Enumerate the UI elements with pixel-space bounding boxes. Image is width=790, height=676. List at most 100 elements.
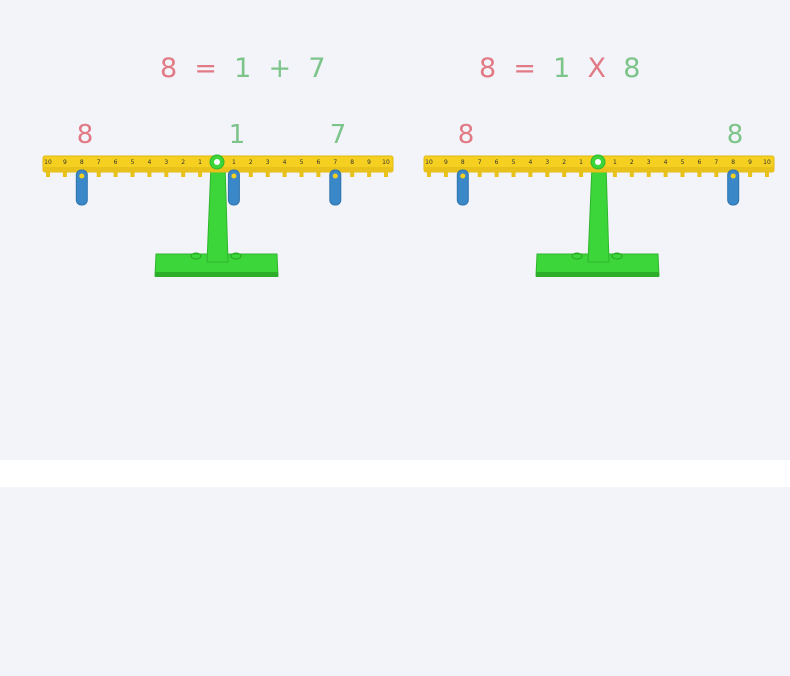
equation-2-a: 1 — [553, 53, 571, 84]
beam-hook — [130, 172, 135, 177]
beam-number-left: 7 — [478, 159, 482, 166]
beam-hook — [282, 172, 287, 177]
equation-2-lhs: 8 — [479, 53, 497, 84]
beam-number-left: 2 — [562, 159, 566, 166]
beam-number-left: 5 — [512, 159, 516, 166]
beam-number-right: 4 — [283, 159, 287, 166]
stand-clip-right — [611, 252, 623, 260]
balance-2-left-label: 8 — [457, 120, 475, 150]
beam-number-left: 6 — [495, 159, 499, 166]
beam-hook — [62, 172, 67, 177]
beam-number-right: 8 — [350, 159, 354, 166]
beam-hook — [494, 172, 499, 177]
balance-2-right-label: 8 — [726, 120, 744, 150]
beam-hook — [477, 172, 482, 177]
beam-number-right: 5 — [300, 159, 304, 166]
beam-hook — [96, 172, 101, 177]
beam-number-left: 2 — [181, 159, 185, 166]
beam-hook — [198, 172, 203, 177]
beam-hook — [511, 172, 516, 177]
beam-number-right: 2 — [630, 159, 634, 166]
beam-hook — [579, 172, 584, 177]
equation-1-operator: + — [268, 53, 292, 84]
bottom-panel — [0, 487, 790, 676]
beam-hook — [147, 172, 152, 177]
beam-hook — [427, 172, 431, 177]
beam-number-left: 1 — [198, 159, 202, 166]
equation-1-a: 1 — [234, 53, 252, 84]
beam-number-left: 7 — [97, 159, 101, 166]
beam-hook — [316, 172, 321, 177]
beam-number-right: 2 — [249, 159, 253, 166]
beam-hook — [765, 172, 769, 177]
beam-number-right: 3 — [647, 159, 651, 166]
beam-number-left: 3 — [545, 159, 549, 166]
weight — [329, 169, 342, 206]
stand-post — [206, 163, 229, 263]
stand-post — [587, 163, 610, 263]
beam-number-right: 1 — [232, 159, 236, 166]
beam-hook — [562, 172, 567, 177]
beam-hook — [714, 172, 719, 177]
beam-number-right: 3 — [266, 159, 270, 166]
weight — [227, 169, 240, 206]
beam-hook — [680, 172, 685, 177]
beam-hook — [384, 172, 388, 177]
equation-1-equals: = — [194, 53, 217, 84]
top-panel — [0, 0, 790, 460]
beam-lower-edge — [43, 167, 393, 172]
balance-1-left-label: 8 — [76, 120, 94, 150]
stand-base-edge — [536, 272, 659, 277]
beam-number-right: 1 — [613, 159, 617, 166]
stand-clip-left — [571, 252, 583, 260]
equation-2-operator: X — [587, 53, 607, 84]
beam-hook — [646, 172, 651, 177]
beam-number-right: 10 — [382, 159, 390, 166]
equation-1-b: 7 — [308, 53, 326, 84]
beam-number-right: 8 — [731, 159, 735, 166]
beam-number-left: 5 — [131, 159, 135, 166]
beam-number-right: 9 — [748, 159, 752, 166]
beam-number-right: 10 — [763, 159, 771, 166]
equation-1-lhs: 8 — [160, 53, 178, 84]
beam-hook — [748, 172, 753, 177]
balance-1-right-label-1: 1 — [228, 120, 246, 150]
beam-hook — [350, 172, 355, 177]
beam-number-right: 5 — [681, 159, 685, 166]
beam-hook — [545, 172, 550, 177]
beam-number-left: 10 — [44, 159, 52, 166]
equation-2-equals: = — [513, 53, 536, 84]
beam-number-left: 9 — [444, 159, 448, 166]
beam-number-right: 7 — [714, 159, 718, 166]
beam-hook — [629, 172, 634, 177]
balance-1-right-label-2: 7 — [329, 120, 347, 150]
beam-lower-edge — [424, 167, 774, 172]
stand-base-edge — [155, 272, 278, 277]
beam-hook — [528, 172, 533, 177]
beam-number-left: 6 — [114, 159, 118, 166]
beam-number-right: 6 — [697, 159, 701, 166]
beam-hook — [663, 172, 668, 177]
balance-1-stand — [154, 163, 279, 277]
beam-hook — [181, 172, 186, 177]
beam-number-left: 8 — [80, 159, 84, 166]
beam-hook — [164, 172, 169, 177]
pivot-hole — [595, 159, 601, 165]
beam-number-left: 9 — [63, 159, 67, 166]
beam-number-left: 10 — [425, 159, 433, 166]
pivot-hole — [214, 159, 220, 165]
beam-number-left: 3 — [164, 159, 168, 166]
beam-hook — [265, 172, 270, 177]
beam-hook — [113, 172, 118, 177]
beam-hook — [443, 172, 448, 177]
beam-hook — [697, 172, 702, 177]
beam-hook — [367, 172, 372, 177]
balance-2-weights — [456, 169, 740, 206]
weight — [456, 169, 469, 206]
beam-hook — [46, 172, 50, 177]
